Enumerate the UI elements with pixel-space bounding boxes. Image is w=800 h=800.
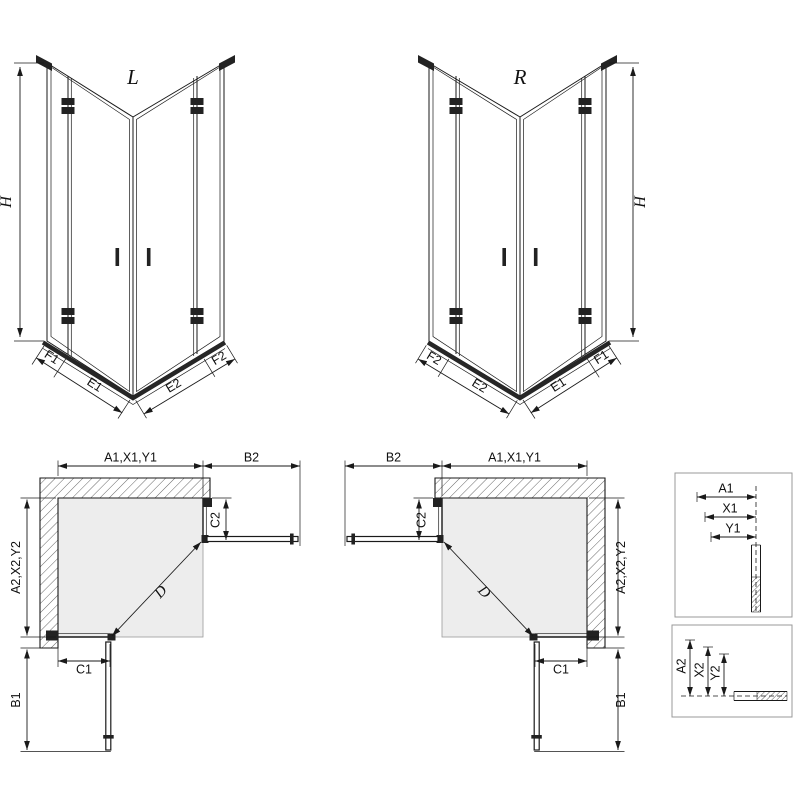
dimension-width-top: A1,X1,Y1 bbox=[57, 451, 204, 496]
dim-label-b1: B1 bbox=[614, 692, 628, 707]
plan-view-left: D A1,X1,Y1 B2 C2 A2,X2,Y2 bbox=[9, 451, 301, 752]
wall-profile bbox=[46, 630, 58, 641]
dim-label-h: H bbox=[632, 195, 649, 209]
dim-label-a2x2y2: A2,X2,Y2 bbox=[614, 541, 628, 594]
dim-label-a1x1y1: A1,X1,Y1 bbox=[104, 451, 157, 465]
door-handle bbox=[290, 533, 294, 545]
dimension-height: H bbox=[0, 62, 44, 342]
dim-label-a1: A1 bbox=[718, 482, 733, 496]
dimension-b1: B1 bbox=[9, 647, 111, 752]
door-handle bbox=[531, 735, 542, 739]
view-title-left: L bbox=[126, 65, 139, 89]
right-glass-panel bbox=[132, 62, 225, 397]
dim-label-c1: C1 bbox=[553, 663, 569, 677]
dim-label-c2: C2 bbox=[415, 512, 429, 528]
fixed-panel-bottom bbox=[46, 630, 116, 641]
dim-label-h: H bbox=[0, 195, 15, 209]
door-handles bbox=[502, 248, 538, 266]
dim-label-b1: B1 bbox=[9, 692, 23, 707]
dimension-y2: Y2 bbox=[709, 653, 729, 696]
dim-label-e2: E2 bbox=[469, 376, 489, 396]
detail-depth-profile: A2 X2 Y2 bbox=[671, 624, 793, 718]
base-rail bbox=[41, 340, 227, 405]
dim-label-a1x1y1: A1,X1,Y1 bbox=[488, 451, 541, 465]
dimension-b2: B2 bbox=[203, 451, 301, 546]
dim-label-e2: E2 bbox=[163, 376, 183, 396]
fixed-panel-left bbox=[433, 498, 444, 543]
dimension-x2: X2 bbox=[693, 646, 713, 696]
plan-view-right: D B2 A1,X1,Y1 C2 A2,X2,Y2 bbox=[344, 451, 628, 752]
dimension-y1: Y1 bbox=[710, 522, 756, 542]
dim-label-x1: X1 bbox=[722, 502, 737, 516]
left-glass-panel bbox=[46, 62, 134, 397]
dim-label-y1: Y1 bbox=[725, 522, 740, 536]
dimension-x1: X1 bbox=[704, 502, 756, 522]
dim-label-a2x2y2: A2,X2,Y2 bbox=[9, 541, 23, 594]
dimension-c1: C1 bbox=[534, 640, 588, 677]
fixed-panel-right bbox=[201, 498, 212, 543]
base-rail bbox=[426, 340, 612, 405]
door-handles bbox=[115, 248, 151, 266]
dimension-bottom-right: E1 F1 bbox=[522, 345, 622, 419]
hinge bbox=[107, 633, 116, 641]
door-handle bbox=[103, 735, 114, 739]
dim-label-x2: X2 bbox=[693, 662, 707, 677]
dimension-width-top: A1,X1,Y1 bbox=[441, 451, 588, 496]
hinge bbox=[529, 633, 538, 641]
profile-section bbox=[751, 486, 761, 613]
dim-label-b2: B2 bbox=[244, 451, 259, 465]
dimension-c2: C2 bbox=[209, 497, 232, 542]
dim-label-e1: E1 bbox=[85, 375, 105, 395]
detail-width-profile: A1 X1 Y1 bbox=[674, 472, 793, 618]
dim-label-e1: E1 bbox=[548, 375, 568, 395]
dimension-depth-side: A2,X2,Y2 bbox=[9, 497, 56, 638]
perspective-view-left: L bbox=[0, 55, 238, 419]
dim-label-f2: F2 bbox=[209, 348, 229, 368]
door-handle bbox=[351, 533, 355, 545]
fixed-panel-bottom bbox=[529, 630, 599, 641]
dimension-b2: B2 bbox=[344, 451, 442, 546]
dim-label-f1: F1 bbox=[42, 347, 62, 367]
dimension-depth-side: A2,X2,Y2 bbox=[589, 497, 628, 638]
dim-label-y2: Y2 bbox=[709, 665, 723, 680]
dimension-bottom-left: F2 E2 bbox=[415, 345, 518, 419]
open-door-right bbox=[206, 533, 299, 545]
hinges bbox=[61, 98, 204, 324]
dimension-c2: C2 bbox=[413, 497, 436, 542]
wall-profile bbox=[587, 630, 599, 641]
open-door-bottom bbox=[103, 641, 114, 751]
dimension-bottom-right: E2 F2 bbox=[135, 345, 238, 419]
view-title-right: R bbox=[513, 65, 527, 89]
right-glass-panel bbox=[519, 62, 607, 397]
left-glass-panel bbox=[428, 62, 521, 397]
perspective-view-right: R bbox=[415, 55, 649, 419]
open-door-left bbox=[346, 533, 439, 545]
wall-profile bbox=[203, 498, 212, 507]
dimension-a1: A1 bbox=[696, 482, 756, 502]
hinge bbox=[436, 535, 444, 543]
dimension-bottom-left: F1 E1 bbox=[31, 345, 131, 419]
dim-label-f1: F1 bbox=[591, 347, 611, 367]
hinge bbox=[201, 535, 209, 543]
dimension-c1: C1 bbox=[57, 640, 111, 677]
dim-label-c2: C2 bbox=[209, 512, 223, 528]
dim-label-c1: C1 bbox=[76, 663, 92, 677]
profile-section bbox=[681, 691, 788, 701]
dimension-a2: A2 bbox=[675, 639, 695, 696]
open-door-bottom bbox=[531, 641, 542, 751]
dimension-height: H bbox=[609, 62, 649, 342]
dimension-b1: B1 bbox=[534, 647, 628, 752]
dim-label-b2: B2 bbox=[386, 451, 401, 465]
dim-label-a2: A2 bbox=[675, 658, 689, 673]
hinges bbox=[449, 98, 592, 324]
wall-profile bbox=[433, 498, 442, 507]
dim-label-f2: F2 bbox=[424, 348, 444, 368]
